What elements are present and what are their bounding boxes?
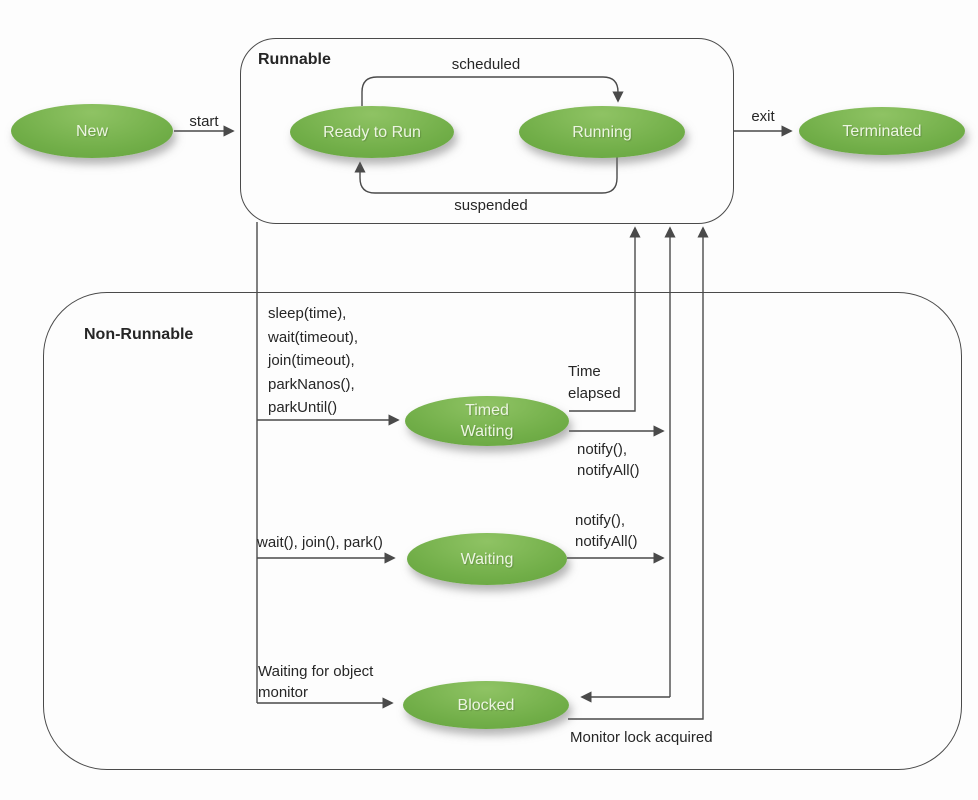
non-runnable-group-box: [43, 292, 962, 770]
state-ready-to-run: Ready to Run: [290, 106, 454, 158]
arrow-scheduled: [361, 76, 624, 106]
transition-label-suspended: suspended: [454, 197, 528, 214]
state-running: Running: [519, 106, 685, 158]
non-runnable-group-label: Non-Runnable: [84, 326, 194, 343]
arrow-time-elapsed: [569, 226, 641, 412]
transition-label-exit: exit: [751, 108, 775, 125]
transition-label-monitor-lock-acquired: Monitor lock acquired: [570, 729, 713, 746]
transition-label-time-elapsed: Time elapsed: [568, 363, 621, 402]
transition-label-notify-from-timed-waiting: notify(), notifyAll(): [577, 441, 640, 479]
transition-label-scheduled: scheduled: [451, 56, 521, 73]
transition-label-wait-calls: wait(), join(), park(): [257, 534, 383, 551]
runnable-group-label: Runnable: [258, 51, 331, 68]
state-terminated: Terminated: [799, 107, 965, 155]
state-waiting: Waiting: [407, 533, 567, 585]
arrow-monitor-lock-acquired: [568, 226, 709, 720]
transition-label-waiting-for-monitor: Waiting for object monitor: [258, 663, 374, 701]
state-timed-waiting: Timed Waiting: [405, 396, 569, 446]
transition-label-notify-from-waiting: notify(), notifyAll(): [575, 512, 638, 550]
state-blocked: Blocked: [403, 681, 569, 729]
arrow-suspended: [354, 157, 618, 194]
transition-label-start: start: [189, 113, 219, 130]
state-new: New: [11, 104, 173, 158]
transition-label-sleep-calls: sleep(time), wait(timeout), join(timeout…: [268, 305, 359, 416]
